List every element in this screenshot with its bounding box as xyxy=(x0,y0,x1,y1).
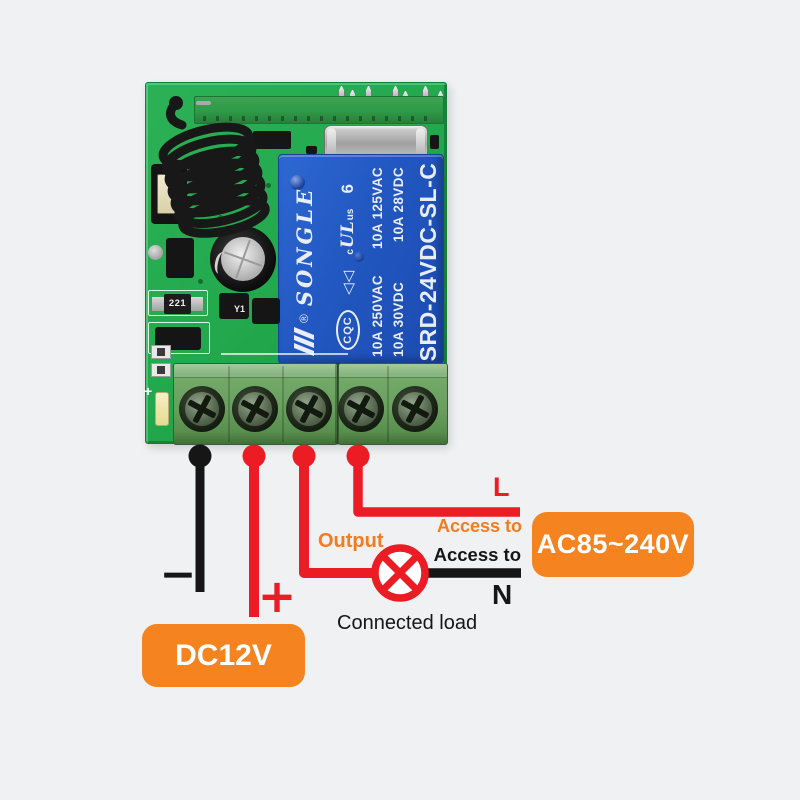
terminal-screw-1 xyxy=(179,386,225,432)
triangle-marks: ◁◁ xyxy=(340,269,357,295)
live-terminal-label: L xyxy=(493,472,510,502)
connected-load-caption: Connected load xyxy=(337,612,478,634)
push-button xyxy=(151,164,187,224)
relay-model: SRD-24VDC-SL-C xyxy=(414,162,441,362)
silkscreen-plus: + xyxy=(144,383,153,399)
access-to-live-label: Access to xyxy=(436,516,522,536)
rf-receiver-module xyxy=(194,96,444,124)
dc-supply-badge: DC12V xyxy=(142,624,305,687)
terminal-dot-live xyxy=(346,444,370,468)
relay-pivot-dot xyxy=(290,175,305,190)
access-to-neutral-label: Access to xyxy=(433,544,521,565)
terminal-screw-4 xyxy=(338,386,384,432)
smd-chip xyxy=(430,135,439,149)
solder-pin xyxy=(196,101,211,105)
ul-mark: c UL us xyxy=(338,208,358,255)
terminal-screw-5 xyxy=(392,386,438,432)
smd-component xyxy=(219,293,249,319)
electrolytic-capacitor xyxy=(210,226,276,292)
registered-mark: ® xyxy=(297,314,311,323)
plus-sign: + xyxy=(258,569,297,623)
neutral-terminal-label: N xyxy=(492,579,513,610)
smd-component xyxy=(252,298,280,324)
smd-chip xyxy=(253,131,291,149)
component-outline xyxy=(148,322,210,354)
terminal-dot-negative xyxy=(188,444,212,468)
crystal-oscillator xyxy=(324,125,428,159)
minus-sign: − xyxy=(160,549,197,600)
pcb-board: ® SONGLE CQC ◁◁ c UL us 6 10A 250VAC 10A… xyxy=(144,82,448,445)
smd-resistor xyxy=(151,363,171,377)
relay-cert-block: CQC ◁◁ c UL us 6 xyxy=(329,182,367,352)
cqc-mark: CQC xyxy=(336,310,360,350)
relay-brand: SONGLE xyxy=(291,186,317,307)
terminal-block-right xyxy=(338,363,448,445)
ac-supply-badge: AC85~240V xyxy=(532,512,694,577)
output-wire xyxy=(299,456,376,578)
relay: ® SONGLE CQC ◁◁ c UL us 6 10A 250VAC 10A… xyxy=(278,154,444,364)
silkscreen-line xyxy=(221,353,348,355)
terminal-screw-2 xyxy=(232,386,278,432)
resistor-221: 221 xyxy=(164,294,191,314)
relay-ratings-block: 10A 250VAC 10A 125VAC 10A 30VDC 10A 28VD… xyxy=(370,162,444,362)
led-indicator xyxy=(155,392,169,426)
silkscreen-y1: Y1 xyxy=(234,304,246,314)
terminal-dot-positive xyxy=(242,444,266,468)
smd-resistor xyxy=(151,345,171,359)
terminal-block-left xyxy=(173,363,338,445)
relay-brand-block: ® SONGLE xyxy=(287,187,321,357)
metal-pad xyxy=(148,245,163,260)
relay-rating-ac: 10A 250VAC 10A 125VAC xyxy=(370,167,385,357)
songle-logo xyxy=(293,326,315,357)
resistor-outline: 221 xyxy=(148,290,208,316)
transistor xyxy=(166,238,194,278)
lamp-load-icon xyxy=(371,544,429,602)
terminal-dot-output xyxy=(292,444,316,468)
relay-center-dot xyxy=(354,252,364,262)
relay-rating-dc: 10A 30VDC 10A 28VDC xyxy=(391,167,406,357)
output-label: Output xyxy=(318,530,384,552)
relay-date-code: 6 xyxy=(338,184,357,194)
smd-chip xyxy=(306,146,317,154)
terminal-screw-3 xyxy=(286,386,332,432)
